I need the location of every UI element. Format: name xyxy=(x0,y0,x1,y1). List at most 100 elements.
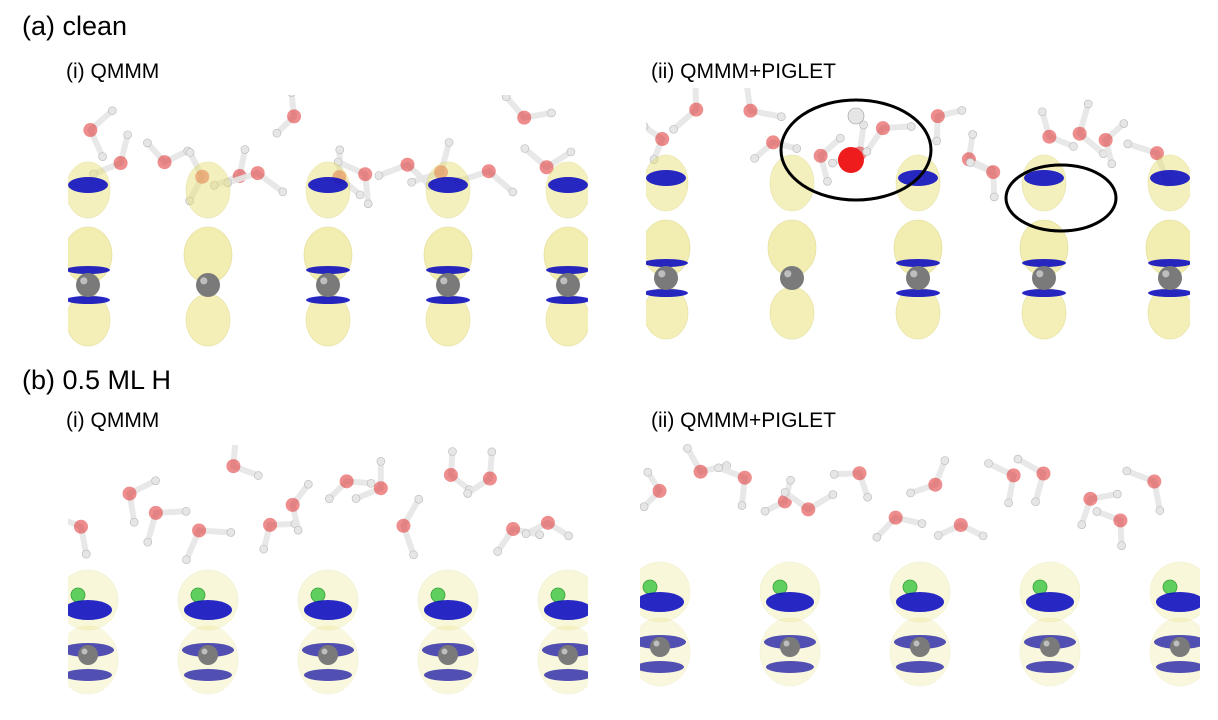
hydrogen-atom xyxy=(414,494,424,504)
oxygen-atom xyxy=(517,110,532,125)
metal-atom-highlight xyxy=(1036,270,1044,278)
hydrogen-atom xyxy=(917,519,927,528)
hydrogen-atom xyxy=(182,555,191,565)
hydrogen-atom xyxy=(737,501,747,510)
density-lobe-negative xyxy=(304,600,352,620)
oxygen-atom xyxy=(83,123,98,138)
section-label-h-covered: (b) 0.5 ML H xyxy=(22,365,172,395)
hydrogen-atom xyxy=(965,158,975,167)
oxygen-atom xyxy=(73,519,88,534)
oxygen-atom xyxy=(400,157,415,172)
panel-h-qmmm xyxy=(68,445,588,710)
oxygen-atom xyxy=(540,515,555,530)
oxygen-atom xyxy=(443,467,458,482)
hydrogen-atom xyxy=(940,456,950,465)
hydrogen-atom xyxy=(932,136,942,146)
density-lobe-negative xyxy=(544,669,588,681)
oxygen-atom xyxy=(1147,474,1162,489)
hydrogen-atom xyxy=(989,192,999,202)
metal-atom-highlight xyxy=(320,277,328,285)
hydrogen-atom xyxy=(1122,466,1132,476)
hydrogen-atom xyxy=(1107,159,1117,169)
metal-atom-highlight xyxy=(784,270,792,278)
density-lobe-negative xyxy=(308,177,348,193)
oxygen-atom xyxy=(928,477,943,492)
adsorbed-hydrogen-atom xyxy=(70,587,86,603)
hydrogen-atom xyxy=(828,490,838,499)
metal-atom-highlight xyxy=(201,648,208,655)
hydrogen-atom xyxy=(108,106,117,115)
hydrogen-atom xyxy=(240,145,250,154)
metal-atom xyxy=(436,273,460,297)
density-lobe-negative xyxy=(766,661,814,673)
snapshot-h-piglet xyxy=(640,443,1200,687)
hydrogen-atom xyxy=(448,447,457,456)
hydrogen-atom xyxy=(646,122,649,131)
hydrogen-atom xyxy=(792,144,802,153)
density-lobe-positive xyxy=(769,286,815,340)
density-lobe-negative xyxy=(304,669,352,681)
hydrogen-atom xyxy=(363,199,373,209)
metal-atom xyxy=(906,266,930,290)
oxygen-atom xyxy=(930,109,945,124)
metal-atom-highlight xyxy=(560,277,568,285)
density-lobe-negative xyxy=(1150,170,1190,186)
hydrogen-atom xyxy=(501,95,511,102)
metal-atom xyxy=(1158,266,1182,290)
oxygen-atom xyxy=(1083,491,1098,506)
oxygen-atom xyxy=(766,135,781,150)
hydrogen-atom xyxy=(376,457,386,466)
adsorbed-hydrogen-atom xyxy=(642,579,658,595)
hydrogen-atom xyxy=(564,531,573,541)
metal-atom-highlight xyxy=(441,648,448,655)
density-lobe-negative xyxy=(1026,661,1074,673)
hydrogen-atom xyxy=(1004,498,1013,508)
hydrogen-atom xyxy=(444,138,454,147)
density-lobe-negative xyxy=(68,266,110,274)
hydrogen-atom xyxy=(185,148,195,157)
hydrogen-atom xyxy=(535,530,544,539)
density-lobe-negative xyxy=(544,600,588,620)
hydrogen-atom xyxy=(777,112,786,121)
panel-label-clean-qmmm: (i) QMMM xyxy=(66,60,160,83)
adsorbed-hydrogen-atom xyxy=(1032,579,1048,595)
oxygen-atom xyxy=(875,121,890,136)
density-lobe-negative xyxy=(1156,661,1200,673)
metal-atom xyxy=(558,645,578,665)
density-lobe-negative xyxy=(306,296,350,304)
snapshot-clean-piglet xyxy=(646,88,1190,340)
metal-atom-highlight xyxy=(80,277,88,285)
hydrogen-atom xyxy=(566,147,576,157)
hydrogen-atom xyxy=(1077,520,1087,530)
oxygen-atom xyxy=(1036,466,1051,481)
adsorbed-hydrogen-atom xyxy=(550,587,566,603)
oxygen-atom xyxy=(506,522,521,537)
metal-atom-highlight xyxy=(561,648,568,655)
hydrogen-atom xyxy=(374,171,384,180)
density-lobe-negative xyxy=(546,266,588,274)
hydrogen-atom xyxy=(669,124,678,134)
density-lobe-positive xyxy=(185,161,231,219)
metal-atom xyxy=(780,266,804,290)
hydrogen-atom xyxy=(906,122,916,131)
metal-atom xyxy=(556,273,580,297)
oxygen-atom xyxy=(373,481,388,496)
hydrogen-atom xyxy=(906,488,915,498)
hydrogen-atom xyxy=(862,147,872,156)
metal-atom-highlight xyxy=(321,648,328,655)
density-lobe-negative xyxy=(766,592,814,612)
metal-atom xyxy=(78,645,98,665)
density-lobe-negative xyxy=(68,177,108,193)
metal-atom-highlight xyxy=(913,640,920,647)
panel-label-clean-piglet: (ii) QMMM+PIGLET xyxy=(651,60,836,83)
hydrogen-atom xyxy=(185,196,194,206)
panel-h-piglet xyxy=(640,437,1200,710)
hydrogen-atom xyxy=(143,138,152,148)
density-lobe-negative xyxy=(1148,259,1190,267)
hydrogen-atom xyxy=(1031,497,1040,506)
density-lobe-positive xyxy=(769,154,815,212)
hydrogen-atom xyxy=(351,494,361,503)
oxygen-atom xyxy=(287,109,302,124)
adsorbed-hydrogen-atom xyxy=(902,579,918,595)
hydrogen-atom xyxy=(823,176,832,186)
